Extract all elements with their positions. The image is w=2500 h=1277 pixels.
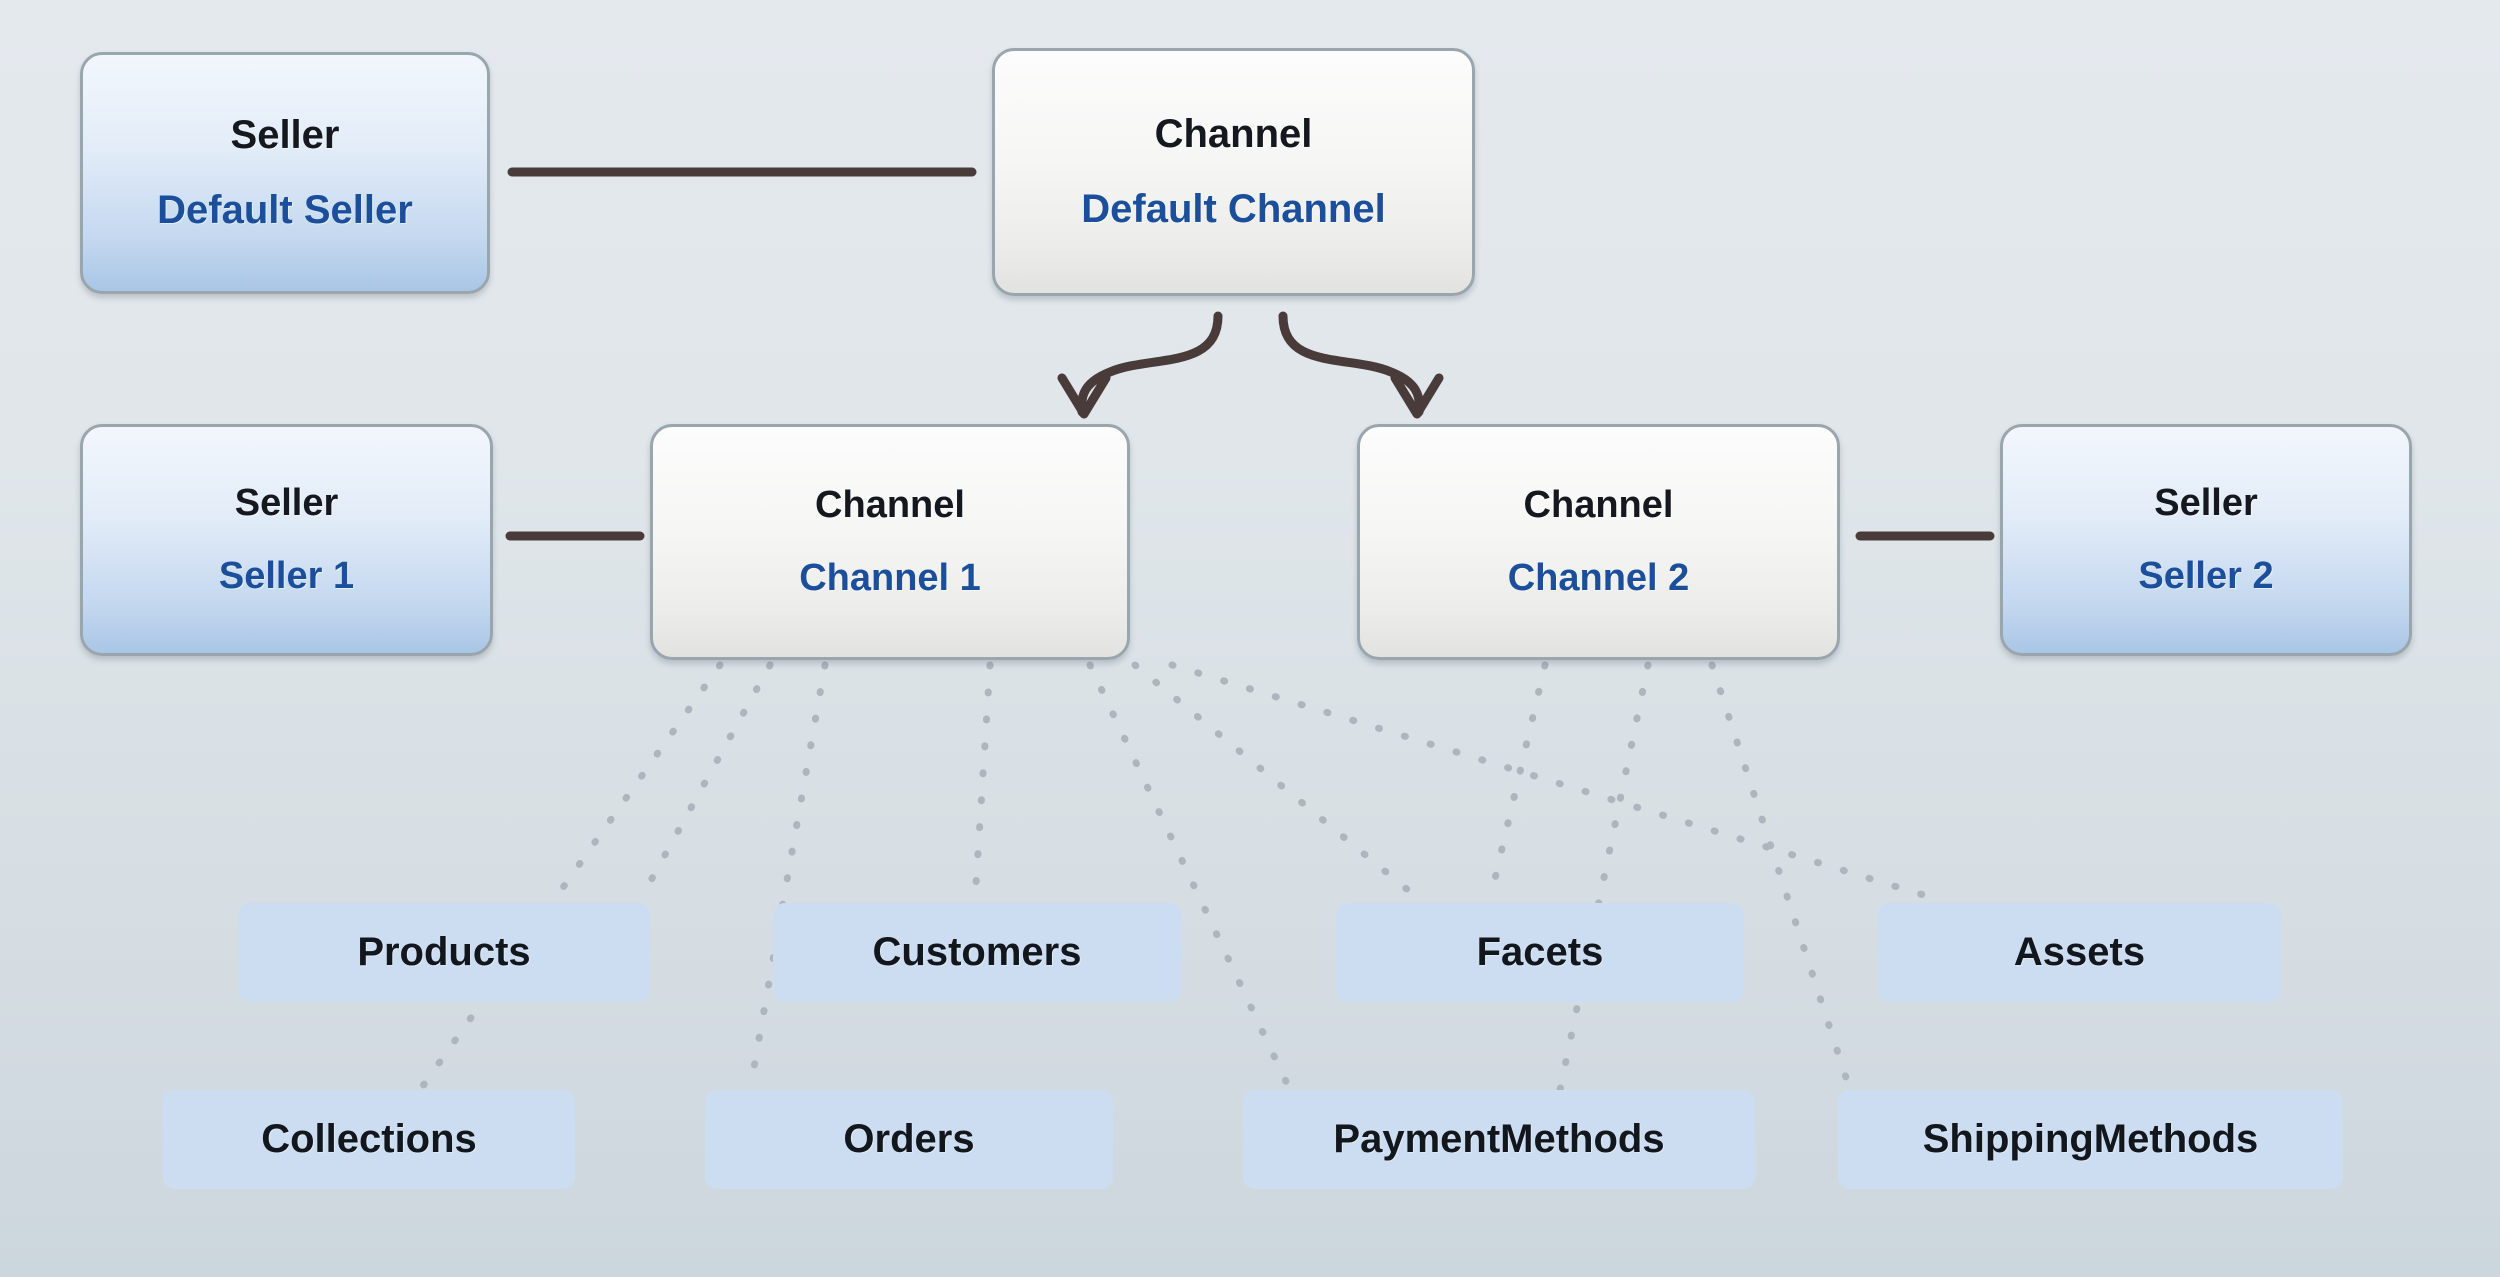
entity-name-label: Default Seller [157,188,413,232]
dotted-channel1-facets [1131,661,1424,904]
dotted-channel1-collections [416,661,724,1094]
entity-card-default-seller[interactable]: Seller Default Seller [80,52,490,294]
arrow-default-channel-to-channel2 [1278,311,1424,417]
leaf-chip-label: Orders [843,1117,975,1161]
leaf-chip-label: Collections [261,1117,477,1161]
entity-type-label: Channel [815,484,965,526]
leaf-chip-shippingmethods[interactable]: ShippingMethods [1838,1090,2343,1189]
leaf-chip-customers[interactable]: Customers [773,903,1181,1002]
leaf-chip-label: ShippingMethods [1922,1117,2259,1161]
entity-card-channel-1[interactable]: Channel Channel 1 [650,424,1130,660]
arrowhead-channel1 [1057,373,1111,419]
entity-card-channel-2[interactable]: Channel Channel 2 [1357,424,1840,660]
leaf-chip-label: Products [357,930,531,974]
entity-name-label: Channel 2 [1507,557,1690,599]
leaf-chip-label: Customers [872,930,1082,974]
entity-name-label: Channel 1 [799,557,981,599]
leaf-chip-orders[interactable]: Orders [705,1090,1113,1189]
dotted-channel2-paymentmethods [1556,661,1652,1094]
dotted-channel1-assets [1168,661,1944,904]
entity-name-label: Seller 1 [218,555,355,597]
dotted-channel1-orders [746,661,829,1094]
arrow-default-channel-to-channel1 [1077,311,1223,417]
arrowhead-channel2 [1390,373,1444,419]
dotted-channel2-shippingmethods [1708,661,1854,1094]
dotted-channel1-customers [971,661,994,904]
entity-card-seller-2[interactable]: Seller Seller 2 [2000,424,2412,656]
entity-card-seller-1[interactable]: Seller Seller 1 [80,424,493,656]
dotted-channel2-facets [1486,661,1549,904]
entity-type-label: Channel [1154,112,1313,156]
entity-type-label: Seller [2154,482,2258,524]
leaf-chip-label: Facets [1476,930,1604,974]
leaf-chip-collections[interactable]: Collections [163,1090,575,1189]
leaf-chip-label: PaymentMethods [1333,1117,1665,1161]
leaf-chip-facets[interactable]: Facets [1336,903,1744,1002]
entity-name-label: Default Channel [1081,187,1386,231]
leaf-chip-paymentmethods[interactable]: PaymentMethods [1243,1090,1755,1189]
dotted-channel1-products [636,661,774,904]
dotted-channel1-paymentmethods [1086,661,1294,1094]
entity-type-label: Seller [234,482,339,524]
leaf-chip-products[interactable]: Products [238,903,650,1002]
leaf-chip-label: Assets [2013,930,2146,974]
entity-type-label: Channel [1523,484,1674,526]
entity-card-default-channel[interactable]: Channel Default Channel [992,48,1475,296]
entity-name-label: Seller 2 [2138,555,2274,597]
leaf-chip-assets[interactable]: Assets [1878,903,2281,1002]
entity-type-label: Seller [230,113,340,157]
